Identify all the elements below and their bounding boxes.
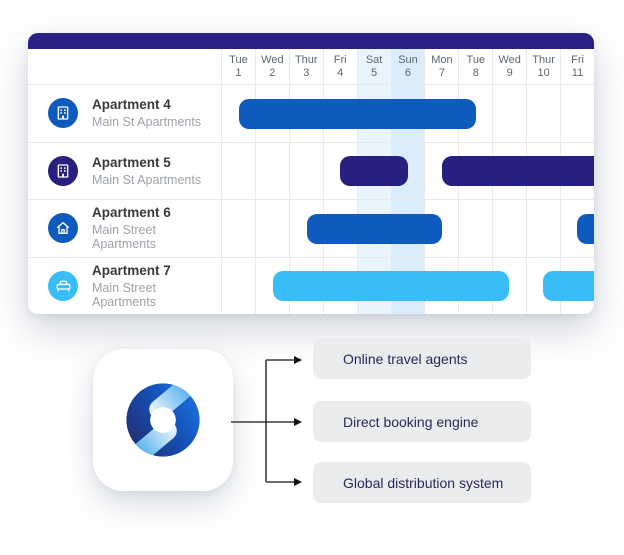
day-grid-cell <box>459 200 494 257</box>
channel-box-online-travel-agents: Online travel agents <box>313 338 531 379</box>
booking-bar[interactable] <box>441 156 594 186</box>
apartment-name: Apartment 5 <box>92 154 171 170</box>
building-icon <box>48 155 78 186</box>
apartment-info: Apartment 6 Main Street Apartments <box>28 200 222 257</box>
apartment-group: Main St Apartments <box>92 172 202 187</box>
arrowhead-icon <box>294 478 302 486</box>
day-grid-cell <box>290 142 324 199</box>
bed-icon <box>48 270 78 301</box>
home-icon <box>48 213 78 244</box>
day-header-spacer <box>28 49 222 84</box>
booking-bar[interactable] <box>577 213 594 244</box>
apartment-row: Apartment 7 Main Street Apartments <box>28 256 594 314</box>
day-grid-cell <box>256 142 290 199</box>
day-grid-cell <box>222 257 256 314</box>
apartment-group: Main Street Apartments <box>92 280 156 309</box>
apartment-row: Apartment 4 Main St Apartments <box>28 84 594 142</box>
day-grid-cell <box>527 200 562 257</box>
apartment-name: Apartment 6 <box>92 205 171 221</box>
apartment-name: Apartment 4 <box>92 97 171 113</box>
booking-bar[interactable] <box>272 271 510 301</box>
channel-manager-logo-card <box>93 349 233 491</box>
booking-bar[interactable] <box>543 271 594 301</box>
booking-bar[interactable] <box>306 213 442 244</box>
connector-lines <box>231 356 302 486</box>
app-logo <box>126 383 200 457</box>
row-timeline <box>222 200 594 257</box>
building-icon <box>48 98 78 129</box>
row-timeline <box>222 142 594 199</box>
day-grid-cell <box>256 200 290 257</box>
day-grid-cell <box>493 257 528 314</box>
arrowhead-icon <box>294 356 302 364</box>
row-timeline <box>222 257 594 314</box>
day-grid-cell <box>527 85 562 142</box>
day-grid-cell <box>425 200 460 257</box>
calendar-title-bar <box>28 33 594 49</box>
day-grid-cell <box>459 85 494 142</box>
apartment-info: Apartment 7 Main Street Apartments <box>28 257 222 314</box>
arrowhead-icon <box>294 418 302 426</box>
day-grid-cell <box>222 142 256 199</box>
booking-bar[interactable] <box>238 98 476 129</box>
apartment-row: Apartment 6 Main Street Apartments <box>28 199 594 257</box>
apartment-info: Apartment 5 Main St Apartments <box>28 142 222 199</box>
booking-bar[interactable] <box>340 156 408 186</box>
apartment-group: Main St Apartments <box>92 115 202 130</box>
day-grid-cell <box>493 200 528 257</box>
apartment-group: Main Street Apartments <box>92 223 156 252</box>
day-grid-cell <box>222 200 256 257</box>
apartment-info: Apartment 4 Main St Apartments <box>28 85 222 142</box>
channel-box-global-distribution-system: Global distribution system <box>313 462 531 503</box>
channel-box-direct-booking-engine: Direct booking engine <box>313 401 531 442</box>
apartment-row: Apartment 5 Main St Apartments <box>28 141 594 199</box>
apartment-name: Apartment 7 <box>92 262 171 278</box>
day-grid-cell <box>493 85 528 142</box>
row-timeline <box>222 85 594 142</box>
